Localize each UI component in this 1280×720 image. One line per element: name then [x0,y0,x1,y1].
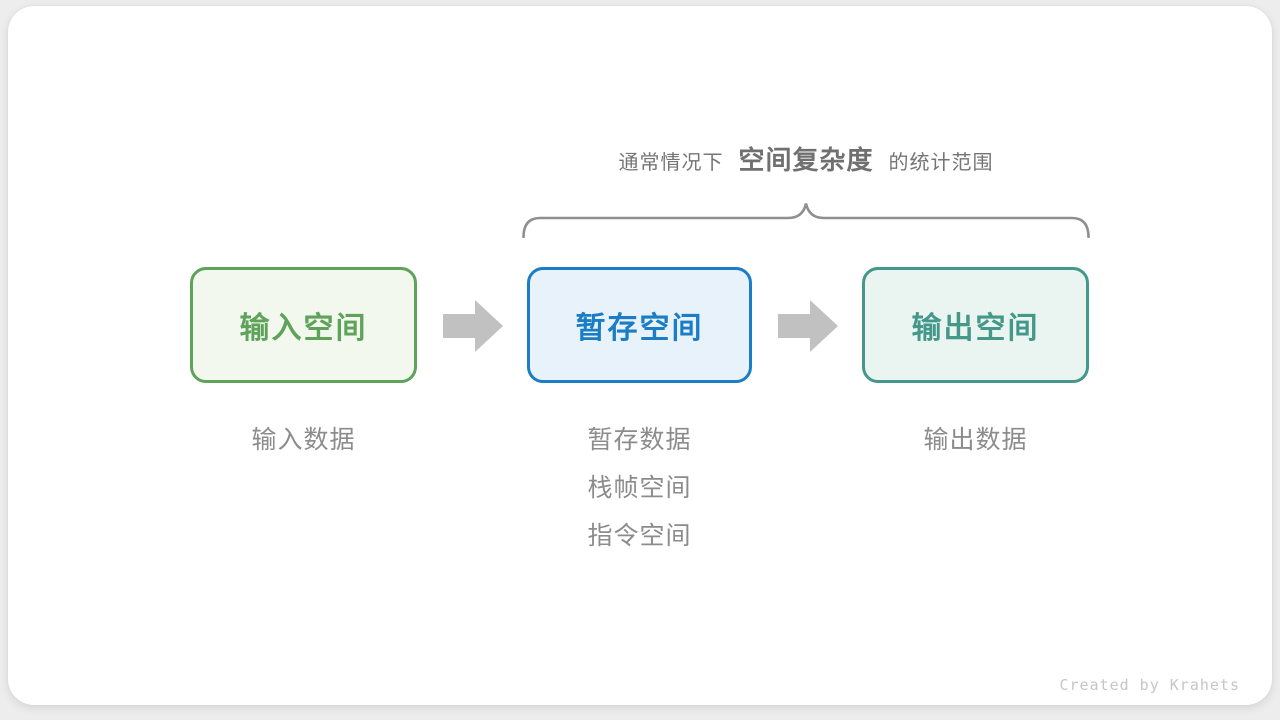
input-space-notes: 输入数据 [190,416,417,464]
note-line: 输入数据 [251,426,356,454]
annotation-highlight: 空间复杂度 [738,145,874,175]
annotation-suffix: 的统计范围 [888,152,994,174]
annotation-prefix: 通常情况下 [618,152,724,174]
input-space-box: 输入空间 [190,267,417,383]
output-space-box: 输出空间 [862,267,1089,383]
note-line: 栈帧空间 [587,474,692,502]
note-line: 暂存数据 [587,426,692,454]
credit-text: Created by Krahets [1059,676,1240,694]
buffer-space-box: 暂存空间 [527,267,752,383]
arrow-right-icon [778,300,838,352]
scope-annotation: 通常情况下 空间复杂度 的统计范围 [522,140,1090,184]
input-space-label: 输入空间 [239,312,368,345]
buffer-space-notes: 暂存数据 栈帧空间 指令空间 [527,416,752,560]
arrow-right-icon [443,300,503,352]
note-line: 输出数据 [923,426,1028,454]
buffer-space-label: 暂存空间 [575,312,704,345]
note-line: 指令空间 [587,522,692,550]
scope-brace-icon [522,203,1090,238]
output-space-notes: 输出数据 [862,416,1089,464]
output-space-label: 输出空间 [911,312,1040,345]
